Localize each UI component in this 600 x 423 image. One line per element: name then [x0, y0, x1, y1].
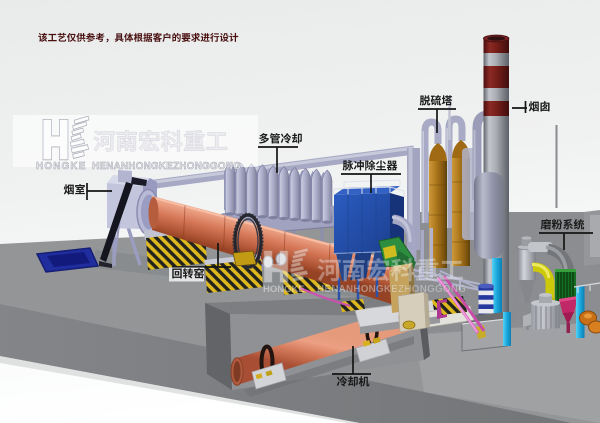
svg-text:HENANHONGKEZHONGGONG: HENANHONGKEZHONGGONG	[317, 284, 466, 295]
svg-text:HONGKE: HONGKE	[263, 284, 305, 295]
svg-text:HONGKE: HONGKE	[36, 161, 87, 172]
svg-text:HENANHONGKEZHONGGONG: HENANHONGKEZHONGGONG	[92, 161, 241, 172]
